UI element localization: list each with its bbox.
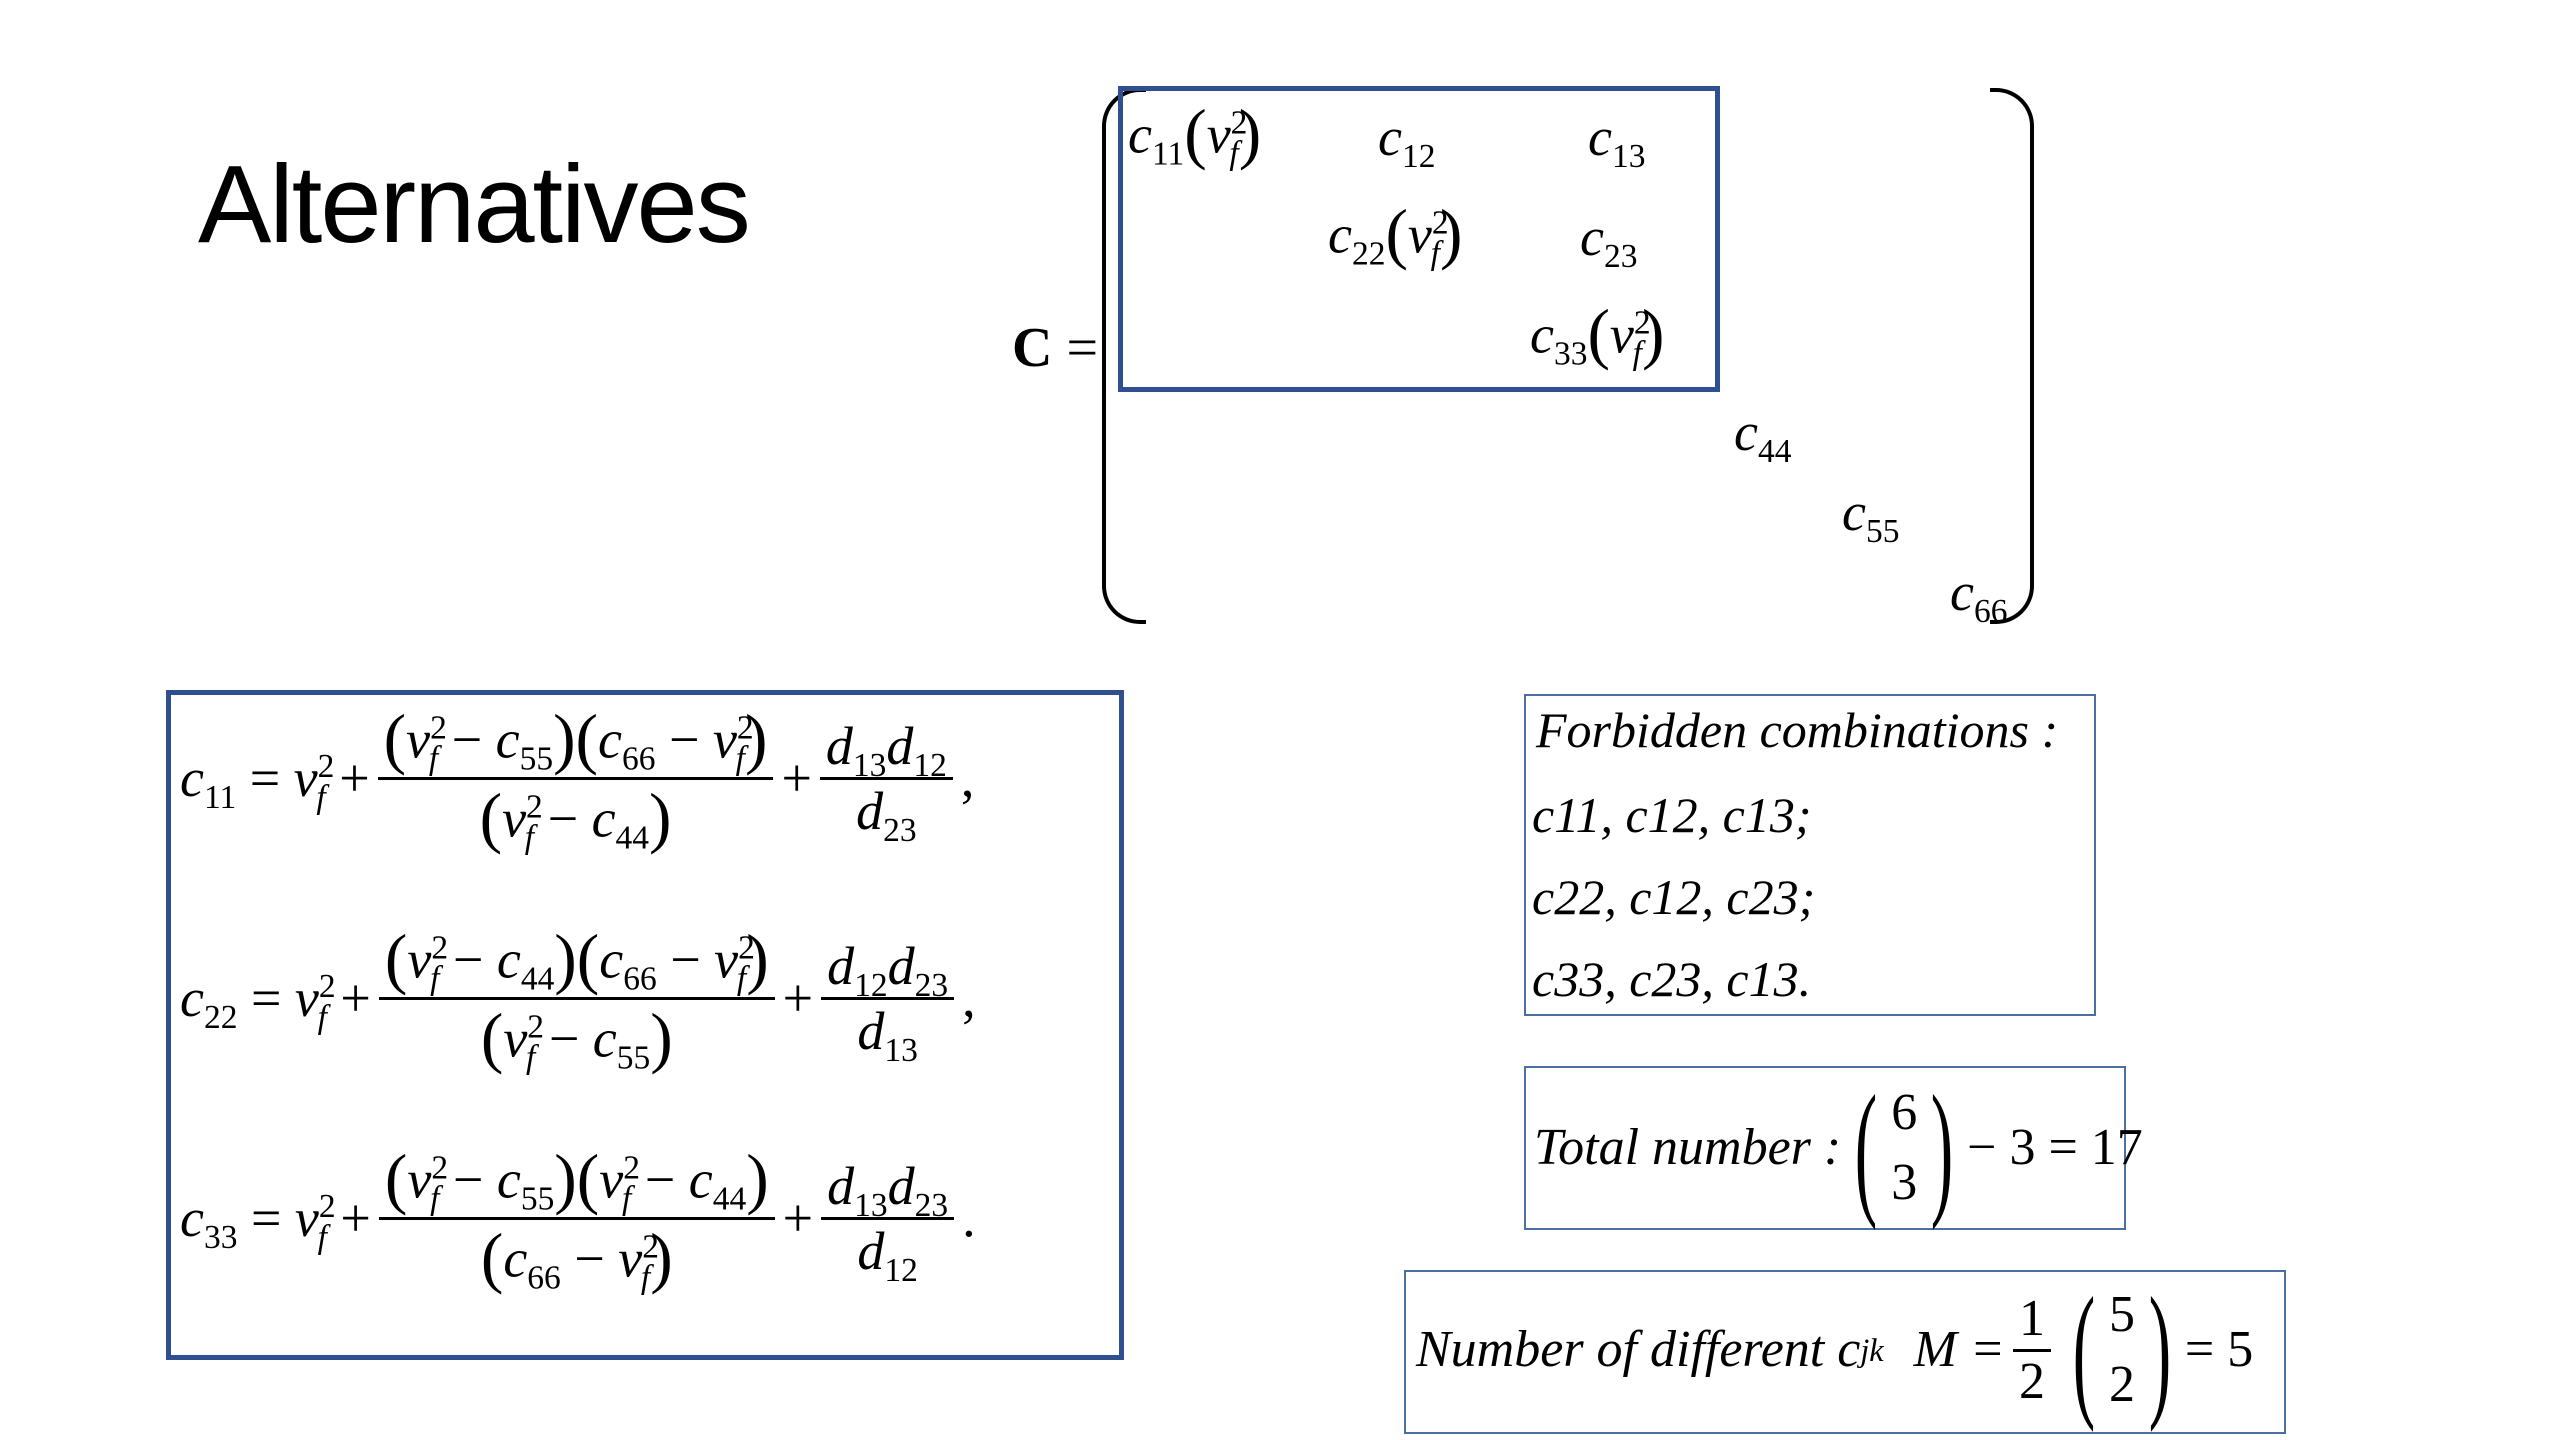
forbidden-box <box>1524 694 2096 1016</box>
matrix-right-bracket <box>1990 88 2034 624</box>
matrix-entry-c66: c66 <box>1950 562 2008 630</box>
page-title: Alternatives <box>198 143 751 266</box>
total-number-box <box>1524 1066 2126 1230</box>
matrix-entry-c44: c44 <box>1734 402 1792 470</box>
equations-box <box>166 690 1124 1360</box>
equation-c22: c22 = v2f + (v2f − c44)(c66 − v2f)(v2f −… <box>180 921 976 1076</box>
matrix-entry-c55: c55 <box>1842 482 1900 550</box>
matrix-entry-c13: c13 <box>1588 107 1646 175</box>
matrix-lhs: C = <box>1012 317 1099 379</box>
forbidden-line-3: c33, c23, c13. <box>1532 951 1812 1007</box>
matrix-highlight-box <box>1118 86 1720 392</box>
matrix-entry-c23: c23 <box>1580 207 1638 275</box>
equation-c11: c11 = v2f + (v2f − c55)(c66 − v2f)(v2f −… <box>180 701 975 856</box>
equation-c33: c33 = v2f + (v2f − c55)(v2f − c44)(c66 −… <box>180 1141 976 1296</box>
forbidden-line-1: c11, c12, c13; <box>1532 787 1812 843</box>
different-number-box <box>1404 1270 2286 1434</box>
matrix-entry-c22: c22(v2f) <box>1328 196 1463 273</box>
matrix-entry-c33: c33(v2f) <box>1530 296 1665 373</box>
matrix-entry-c11: c11(v2f) <box>1128 96 1262 173</box>
forbidden-heading: Forbidden combinations : <box>1536 702 2059 758</box>
matrix-entry-c12: c12 <box>1378 107 1436 175</box>
forbidden-line-2: c22, c12, c23; <box>1532 869 1816 925</box>
